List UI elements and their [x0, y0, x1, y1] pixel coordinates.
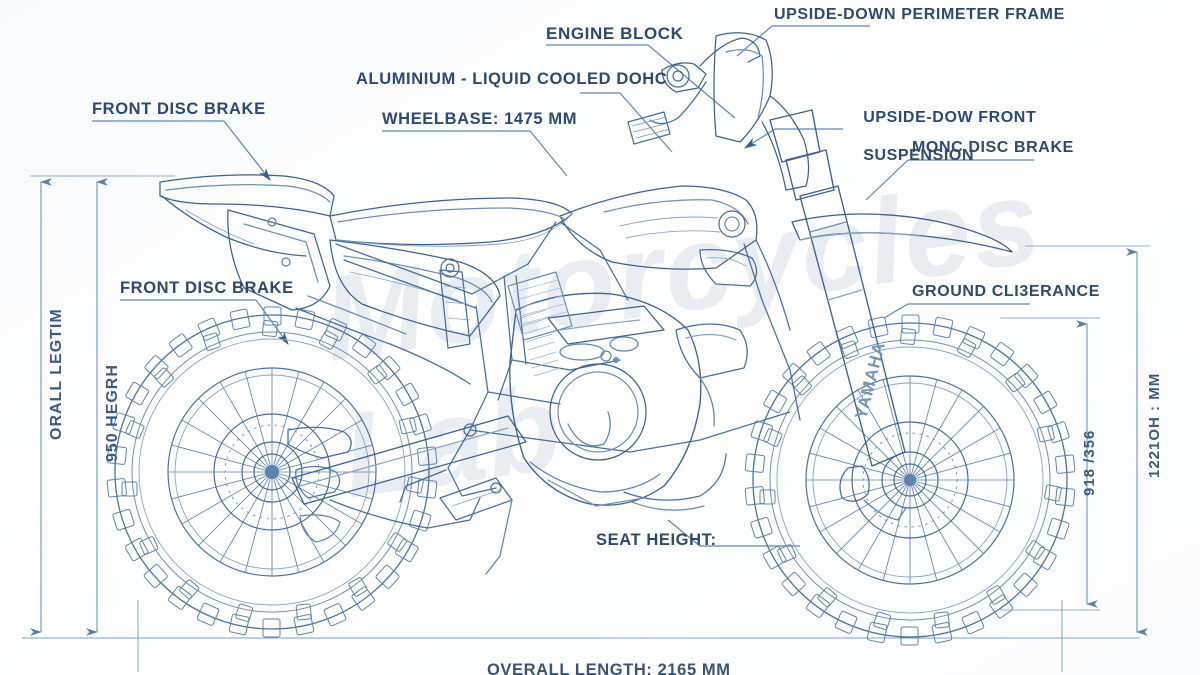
callout-wheelbase: WHEELBASE: 1475 MM	[382, 110, 578, 128]
exhaust-muffler	[227, 209, 471, 385]
front-wheel	[744, 314, 1076, 646]
footpeg-linkage	[399, 423, 502, 503]
callout-engine-block: ENGINE BLOCK	[546, 24, 684, 43]
callout-front-suspension: UPSIDE-DOW FRONT SUSPENSION	[843, 90, 1036, 184]
callout-seat-height: SEAT HEIGHT:	[596, 531, 717, 549]
rear-wheel	[106, 306, 438, 638]
handlebar-cockpit	[627, 32, 810, 191]
dimension-ground-clearance-vertical: 918 /356	[1081, 429, 1098, 496]
rear-shock	[439, 258, 471, 349]
callout-ground-clearance: GROUND CLI3ERANCE	[912, 283, 1100, 300]
callout-perimeter-frame: UPSIDE-DOWN PERIMETER FRAME	[774, 6, 1065, 23]
dimension-overall-length-vertical: ORALL LEGTIM	[48, 308, 65, 440]
callout-front-disc-brake-top: FRONT DISC BRAKE	[92, 100, 266, 118]
callout-aluminium-dohc: ALUMINIUM - LIQUID COOLED DOHC	[356, 70, 668, 88]
dimension-seat-height-vertical: 950 HEGRH	[104, 364, 121, 462]
seat	[329, 197, 573, 247]
side-panel	[329, 239, 501, 337]
frame-tubes	[335, 221, 801, 453]
callout-front-suspension-line1: UPSIDE-DOW FRONT	[863, 108, 1037, 126]
engine-block	[509, 292, 748, 511]
callout-front-disc-brake-mid: FRONT DISC BRAKE	[120, 279, 294, 297]
kickstand	[485, 499, 513, 575]
dimension-overall-height-vertical: 1221OH : MM	[1146, 372, 1163, 478]
callout-front-suspension-line2: SUSPENSION	[863, 146, 975, 164]
fuel-tank-shrouds	[559, 185, 758, 287]
callout-overall-length: OVERALL LENGTH: 2165 MM	[487, 661, 731, 675]
radiator	[507, 271, 573, 341]
rear-fender	[159, 174, 335, 257]
callout-mono-disc-brake: MONC DISC BRAKE	[912, 139, 1074, 156]
